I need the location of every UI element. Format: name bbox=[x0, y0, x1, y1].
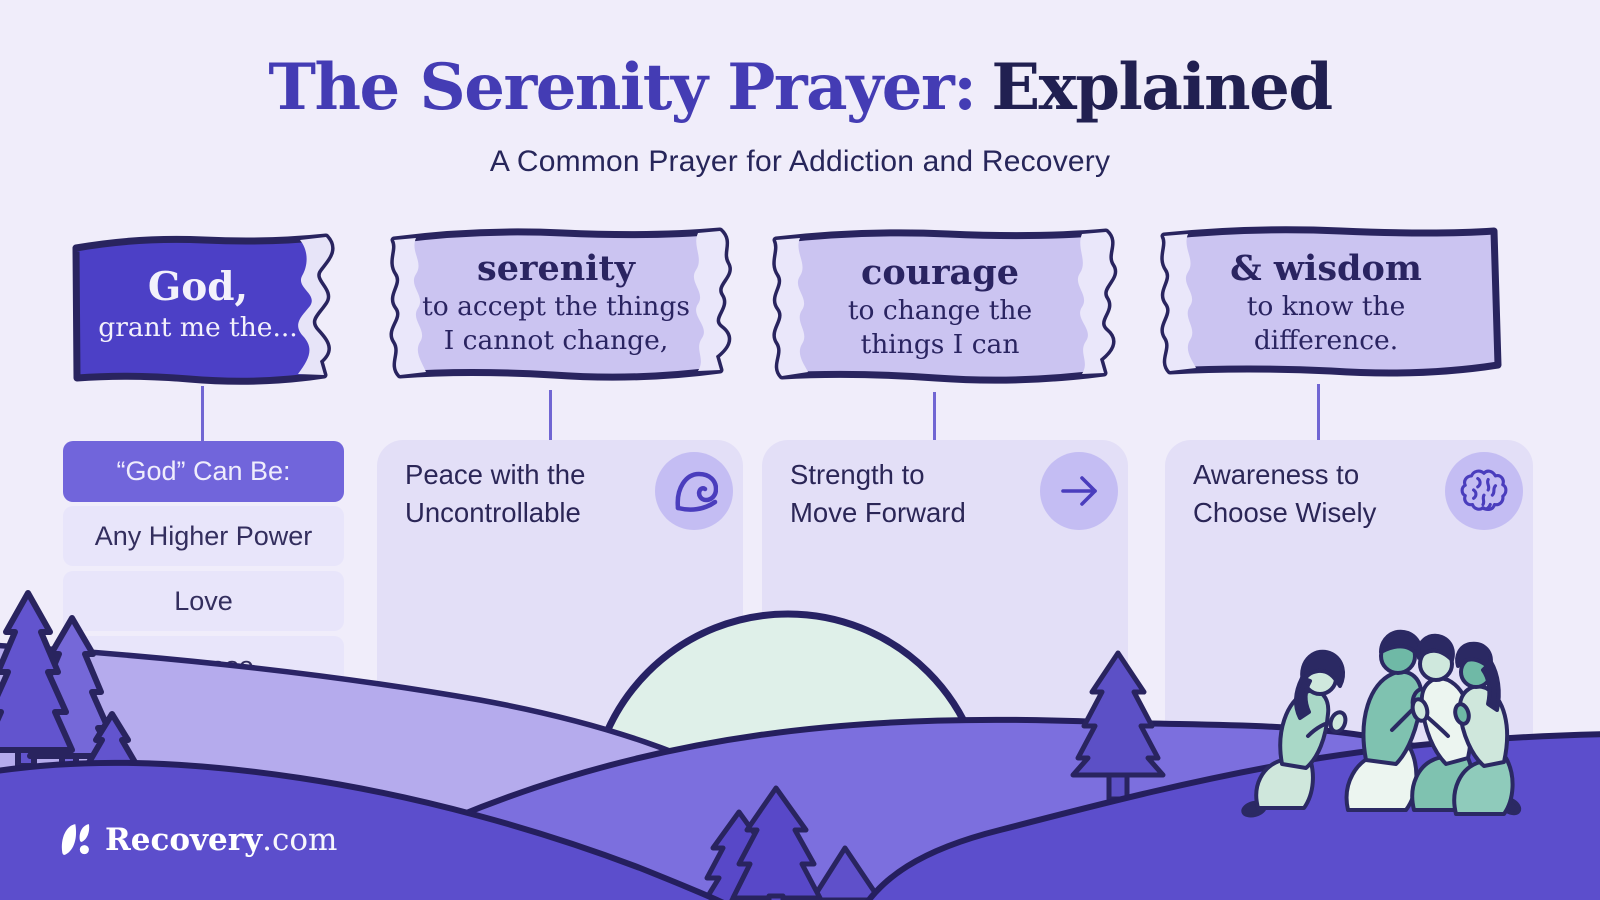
god-list-item: Purpose bbox=[63, 636, 344, 696]
torn-paper-shape bbox=[772, 228, 1118, 384]
banner-text: God, grant me the... bbox=[78, 264, 318, 345]
card-title: Peace with the Uncontrollable bbox=[405, 456, 585, 532]
card-title: Awareness to Choose Wisely bbox=[1193, 456, 1376, 532]
banner-courage: courage to change the things I can bbox=[748, 224, 1132, 392]
card-awareness: Awareness to Choose Wisely bbox=[1165, 440, 1533, 770]
banner-emphasis: serenity bbox=[477, 248, 635, 289]
banner-text: serenity to accept the things I cannot c… bbox=[398, 248, 714, 358]
connector-line bbox=[1317, 384, 1320, 441]
torn-paper-shape bbox=[1160, 226, 1502, 377]
torn-paper-shape bbox=[72, 233, 335, 385]
icon-badge bbox=[1040, 452, 1118, 530]
connector-line bbox=[201, 386, 204, 442]
banner-emphasis: & wisdom bbox=[1230, 248, 1422, 289]
card-title-line: Choose Wisely bbox=[1193, 497, 1377, 528]
banner-text: courage to change the things I can bbox=[782, 252, 1098, 362]
banner-line: difference. bbox=[1253, 324, 1399, 356]
god-list-item-partial bbox=[63, 766, 344, 788]
banner-line: I cannot change, bbox=[443, 324, 669, 356]
banner-emphasis: God, bbox=[147, 264, 249, 310]
card-title-line: Peace with the bbox=[405, 459, 586, 490]
banner-line: things I can bbox=[860, 328, 1020, 360]
card-title-line: Uncontrollable bbox=[405, 497, 581, 528]
torn-paper-shape bbox=[389, 227, 732, 381]
center-pine-trees bbox=[702, 785, 883, 900]
page-subtitle: A Common Prayer for Addiction and Recove… bbox=[489, 145, 1111, 178]
icon-badge bbox=[1445, 452, 1523, 530]
banner-serenity: serenity to accept the things I cannot c… bbox=[368, 222, 744, 390]
card-title-line: Awareness to bbox=[1193, 459, 1360, 490]
banner-wisdom: & wisdom to know the difference. bbox=[1136, 222, 1508, 384]
card-title-line: Move Forward bbox=[790, 497, 966, 528]
card-strength: Strength to Move Forward bbox=[762, 440, 1128, 770]
god-list-item: Your Choice bbox=[63, 701, 344, 761]
connector-line bbox=[549, 390, 552, 441]
banner-line: to know the bbox=[1246, 291, 1406, 322]
banner-line: to accept the things bbox=[422, 291, 690, 322]
page-title-primary: The Serenity Prayer: bbox=[268, 50, 976, 125]
icon-badge bbox=[655, 452, 733, 530]
banner-line: grant me the... bbox=[98, 311, 298, 343]
brand-logo-text: Recovery.com bbox=[105, 822, 337, 858]
god-list-item: Love bbox=[63, 571, 344, 631]
arrow-right-icon bbox=[1061, 476, 1097, 506]
brand-logo: Recovery.com bbox=[60, 822, 337, 858]
connector-line bbox=[933, 392, 936, 441]
god-list-item: Any Higher Power bbox=[63, 506, 344, 566]
card-title: Strength to Move Forward bbox=[790, 456, 966, 532]
card-title-line: Strength to bbox=[790, 459, 925, 490]
banner-line: to change the bbox=[847, 295, 1033, 326]
card-peace: Peace with the Uncontrollable bbox=[377, 440, 743, 770]
page-title: The Serenity Prayer:Explained bbox=[0, 50, 1600, 125]
banner-text: & wisdom to know the difference. bbox=[1176, 248, 1476, 358]
brand-suffix: .com bbox=[262, 822, 338, 858]
banner-emphasis: courage bbox=[861, 252, 1019, 293]
recovery-leaf-icon bbox=[61, 824, 90, 855]
brain-icon bbox=[1460, 469, 1508, 511]
wave-icon bbox=[675, 471, 718, 512]
brand-name: Recovery bbox=[105, 822, 263, 858]
page-title-secondary: Explained bbox=[991, 50, 1333, 125]
banner-god: God, grant me the... bbox=[64, 228, 342, 386]
god-list-header: “God” Can Be: bbox=[63, 441, 344, 502]
